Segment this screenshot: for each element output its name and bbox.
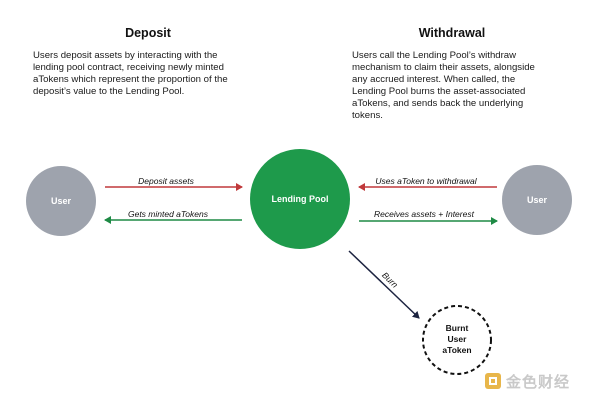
gets-minted-label: Gets minted aTokens xyxy=(128,209,209,219)
deposit-description-line: deposit’s value to the Lending Pool. xyxy=(33,86,185,97)
burnt-label-line: User xyxy=(448,334,468,344)
left-user-label: User xyxy=(51,196,72,206)
burnt-token-node xyxy=(422,305,492,375)
withdrawal-description-line: any accrued interest. When called, the xyxy=(352,74,516,85)
burn-arrow xyxy=(348,250,420,319)
burnt-label-line: Burnt xyxy=(446,323,469,333)
watermark-text: 金色财经 xyxy=(506,373,571,391)
deposit-description: Users deposit assets by interacting with… xyxy=(33,50,273,98)
right-user-node xyxy=(502,165,572,235)
deposit-description-line: Users deposit assets by interacting with… xyxy=(33,50,218,61)
withdrawal-description-line: Lending Pool burns the asset-associated xyxy=(352,86,526,97)
right-user-label: User xyxy=(527,195,548,205)
lending-pool-node xyxy=(250,149,350,249)
withdrawal-description: Users call the Lending Pool’s withdraw m… xyxy=(352,50,582,122)
burnt-label-line: aToken xyxy=(442,345,471,355)
left-user-node xyxy=(26,166,96,236)
deposit-assets-label: Deposit assets xyxy=(138,176,194,186)
deposit-title: Deposit xyxy=(125,26,171,40)
withdrawal-description-line: Users call the Lending Pool’s withdraw xyxy=(352,50,517,61)
deposit-description-line: lending pool contract, receiving newly m… xyxy=(33,62,224,73)
withdrawal-description-line: aTokens, and sends back the underlying xyxy=(352,98,524,109)
deposit-description-line: aTokens which represent the proportion o… xyxy=(33,74,228,85)
receives-assets-label: Receives assets + Interest xyxy=(374,209,475,219)
uses-atoken-label: Uses aToken to withdrawal xyxy=(375,176,477,186)
burn-label: Burn xyxy=(380,270,400,290)
withdrawal-title: Withdrawal xyxy=(418,26,486,40)
watermark: 金色财经 xyxy=(484,370,594,392)
withdrawal-description-line: mechanism to claim their assets, alongsi… xyxy=(352,62,535,73)
lending-pool-label: Lending Pool xyxy=(272,194,329,204)
withdrawal-description-line: tokens. xyxy=(352,110,383,121)
golden-logo-icon xyxy=(484,372,502,390)
